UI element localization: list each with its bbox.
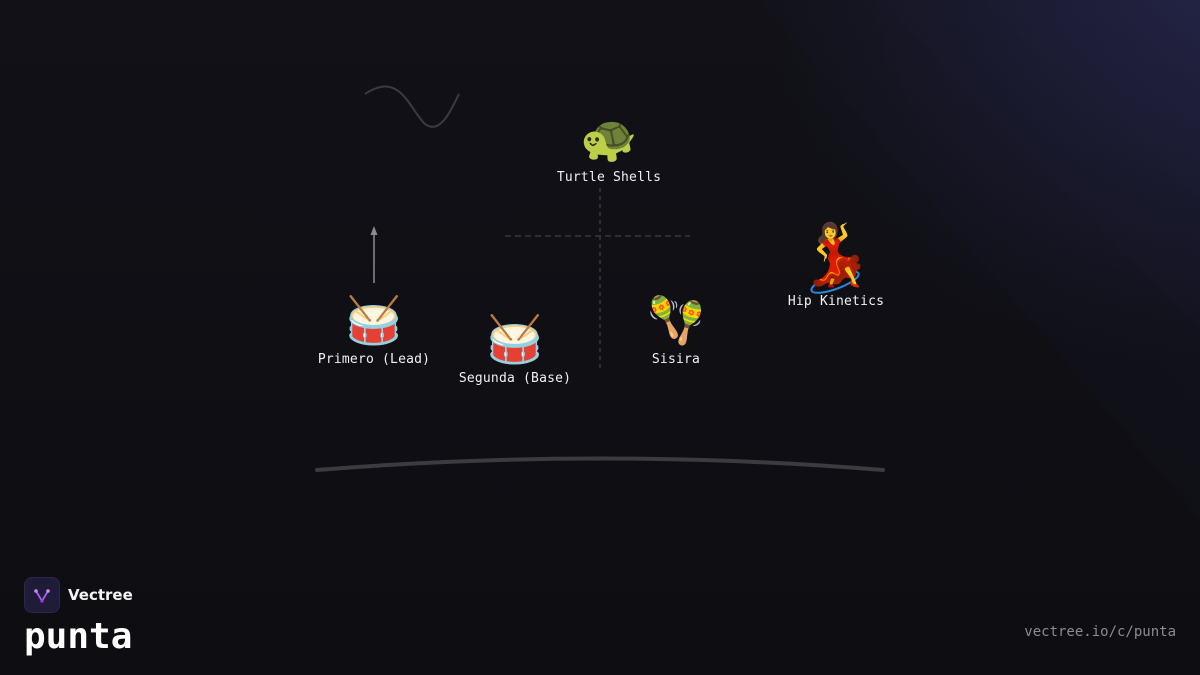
drum-icon: 🥁 <box>486 312 544 366</box>
instrument-sisira: 🪇 Sisira <box>647 294 704 367</box>
instrument-label: Turtle Shells <box>556 170 662 185</box>
maracas-icon: 🪇 <box>647 293 705 347</box>
brand-block: Vectree punta <box>24 577 133 659</box>
instrument-label: Hip Kinetics <box>787 294 885 309</box>
instrument-label: Sisira <box>651 352 701 367</box>
wave-squiggle <box>364 85 460 128</box>
stage-edge-curve <box>315 456 885 472</box>
turtle-icon: 🐢 <box>580 111 638 165</box>
instrument-label: Segunda (Base) <box>458 371 572 386</box>
dancer-icon: 💃 <box>798 220 874 290</box>
instrument-label: Primero (Lead) <box>317 352 431 367</box>
drum-icon: 🥁 <box>345 293 403 347</box>
instrument-segunda: 🥁 Segunda (Base) <box>459 313 571 386</box>
brand-name: Vectree <box>68 586 133 604</box>
instrument-primero: 🥁 Primero (Lead) <box>318 294 430 367</box>
source-url: vectree.io/c/punta <box>1024 624 1176 640</box>
lead-arrow-head <box>370 226 378 235</box>
page-title: punta <box>24 616 133 657</box>
instrument-turtle-shells: 🐢 Turtle Shells <box>557 112 661 185</box>
instrument-hip-kinetics: 💃 Hip Kinetics <box>788 222 884 309</box>
brand-row: Vectree <box>24 577 133 613</box>
vectree-logo-icon <box>24 577 60 613</box>
